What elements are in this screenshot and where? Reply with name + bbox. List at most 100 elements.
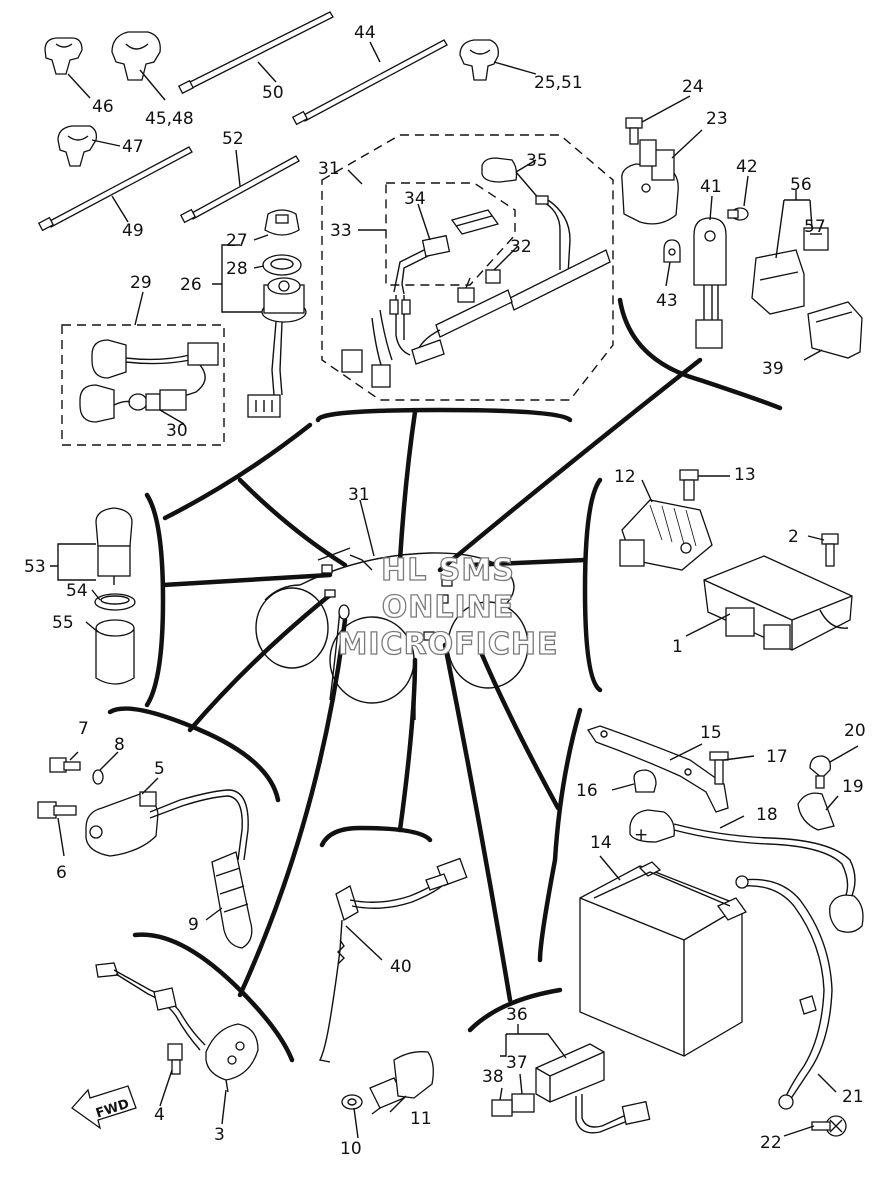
label-part-46: 46 (92, 97, 114, 117)
part-1-cdi-unit (703, 555, 853, 651)
part-39-relay (807, 301, 863, 359)
part-52-cable-tie (179, 155, 300, 224)
label-part-31-center: 31 (348, 485, 370, 505)
label-part-9: 9 (188, 915, 199, 935)
atv-body-sketch (255, 547, 529, 720)
part-34-fuse (450, 209, 500, 235)
label-part-13: 13 (734, 465, 756, 485)
part-42-screw (727, 207, 749, 221)
label-part-28: 28 (226, 259, 248, 279)
label-part-26: 26 (180, 275, 202, 295)
part-25-51-clamp (459, 39, 499, 81)
part-18-positive-lead (629, 809, 864, 933)
label-part-41: 41 (700, 177, 722, 197)
label-part-38: 38 (482, 1067, 504, 1087)
part-24-bolt (625, 117, 643, 145)
part-35-fuse-holder (481, 157, 571, 276)
part-50-cable-tie (177, 11, 334, 95)
label-part-50: 50 (262, 83, 284, 103)
label-part-56: 56 (790, 175, 812, 195)
part-9-plug-cap (211, 851, 253, 949)
label-part-57: 57 (804, 217, 826, 237)
label-part-21: 21 (842, 1087, 864, 1107)
part-40-thermo-sensor (318, 857, 468, 1063)
part-33-subharness (393, 234, 451, 295)
part-44-cable-tie (291, 39, 448, 126)
part-12-rectifier-regulator (619, 499, 713, 571)
part-13-bolt (679, 469, 699, 501)
label-part-19: 19 (842, 777, 864, 797)
label-part-53: 53 (24, 557, 46, 577)
part-46-clamp (44, 37, 83, 75)
label-part-8: 8 (114, 735, 125, 755)
part-28-nut (262, 254, 302, 276)
label-part-47: 47 (122, 137, 144, 157)
label-part-4: 4 (154, 1105, 165, 1125)
label-part-39: 39 (762, 359, 784, 379)
part-2-bolt (821, 533, 839, 567)
fwd-arrow-icon (71, 1085, 137, 1130)
part-38-connector (491, 1099, 513, 1117)
label-part-55: 55 (52, 613, 74, 633)
part-30-bulb (113, 389, 187, 411)
label-part-1: 1 (672, 637, 683, 657)
part-23-starter-relay (621, 139, 679, 225)
label-part-14: 14 (590, 833, 612, 853)
part-3-sensor (95, 962, 259, 1093)
label-part-40: 40 (390, 957, 412, 977)
dashed-box-headlight-sockets (61, 324, 225, 446)
label-part-23: 23 (706, 109, 728, 129)
part-20-rivet (809, 755, 831, 789)
part-10-washer (341, 1094, 363, 1110)
dashed-box-harness (321, 134, 614, 401)
battery-plus-sign: + (634, 825, 648, 845)
label-part-42: 42 (736, 157, 758, 177)
part-11-switch (369, 1051, 434, 1115)
label-part-31-top: 31 (318, 159, 340, 179)
part-8-washer (92, 769, 104, 785)
part-47-clamp (57, 125, 98, 167)
part-16-damper (633, 769, 657, 793)
part-36-relay-unit (535, 1043, 651, 1134)
part-55-cover (95, 619, 135, 685)
label-part-12: 12 (614, 467, 636, 487)
part-22-bolt (811, 1115, 847, 1137)
label-part-3: 3 (214, 1125, 225, 1145)
label-part-22: 22 (760, 1133, 782, 1153)
label-part-11: 11 (410, 1109, 432, 1129)
label-part-35: 35 (526, 151, 548, 171)
part-19-band (797, 792, 835, 831)
label-part-33: 33 (330, 221, 352, 241)
label-part-32: 32 (510, 237, 532, 257)
label-part-34: 34 (404, 189, 426, 209)
part-7-bolt (49, 757, 81, 773)
label-part-18: 18 (756, 805, 778, 825)
part-26-main-switch (247, 277, 307, 418)
label-part-6: 6 (56, 863, 67, 883)
part-43-nut (663, 239, 681, 263)
leader-lines (50, 41, 859, 1139)
label-part-30: 30 (166, 421, 188, 441)
part-14-battery (579, 861, 747, 1057)
part-29-socket-cord (79, 339, 219, 423)
label-part-16: 16 (576, 781, 598, 801)
label-part-15: 15 (700, 723, 722, 743)
part-6-bolt (37, 801, 77, 819)
part-45-48-clamp (111, 31, 161, 81)
watermark-line3: MICROFICHE (338, 627, 559, 662)
label-part-10: 10 (340, 1139, 362, 1159)
part-5-ignition-coil (85, 789, 249, 861)
label-part-37: 37 (506, 1053, 528, 1073)
watermark-line1: HL SMS (381, 553, 515, 588)
part-37-connector (511, 1093, 535, 1113)
label-part-45-48: 45,48 (145, 109, 194, 129)
label-part-24: 24 (682, 77, 704, 97)
label-part-25-51: 25,51 (534, 73, 583, 93)
label-part-43: 43 (656, 291, 678, 311)
part-53-socket (95, 507, 133, 585)
part-54-ring (94, 593, 136, 611)
label-part-5: 5 (154, 759, 165, 779)
part-17-bolt (709, 751, 729, 785)
part-15-battery-band (586, 725, 729, 813)
